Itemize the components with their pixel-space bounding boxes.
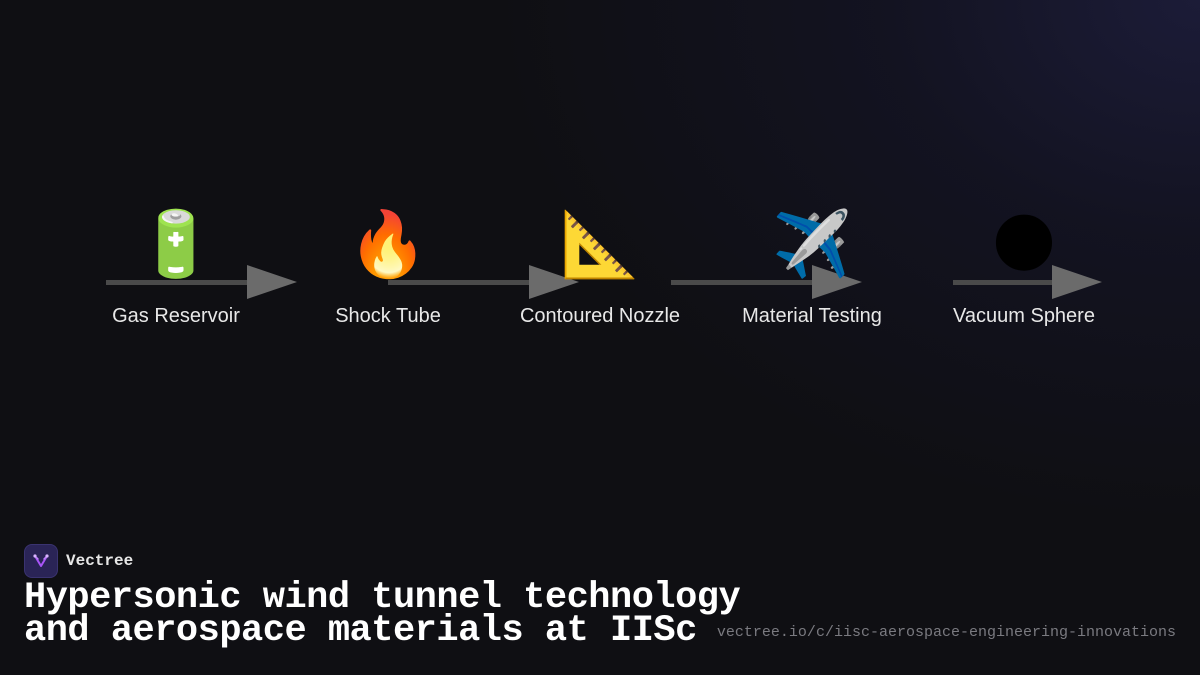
arrow-line-2 — [388, 280, 530, 285]
brand-name: Vectree — [66, 552, 134, 570]
title-line-1: Hypersonic wind tunnel technology — [24, 577, 741, 619]
node-contoured-nozzle: 📐 Contoured Nozzle — [490, 205, 710, 328]
source-url: vectree.io/c/iisc-aerospace-engineering-… — [716, 624, 1176, 641]
node-label: Shock Tube — [335, 305, 441, 327]
new-moon-icon: 🌑 — [990, 208, 1058, 282]
arrowhead-2 — [529, 265, 579, 299]
arrowhead-3 — [812, 265, 862, 299]
fire-icon: 🔥 — [348, 208, 428, 282]
triangular-ruler-icon: 📐 — [560, 208, 640, 282]
page-title: Hypersonic wind tunnel technology and ae… — [24, 580, 741, 650]
node-label: Gas Reservoir — [112, 305, 240, 327]
arrowhead-4 — [1052, 265, 1102, 299]
title-line-2: and aerospace materials at IISc — [24, 610, 697, 652]
arrowhead-1 — [247, 265, 297, 299]
battery-icon: 🔋 — [136, 208, 216, 282]
arrow-line-3 — [671, 280, 813, 285]
node-gas-reservoir: 🔋 Gas Reservoir — [66, 205, 286, 328]
vectree-logo-icon — [24, 544, 58, 578]
airplane-icon: ✈️ — [772, 208, 852, 282]
node-label: Contoured Nozzle — [519, 305, 681, 327]
node-vacuum-sphere: 🌑 Vacuum Sphere — [914, 205, 1134, 328]
node-label: Material Testing — [742, 305, 882, 327]
node-shock-tube: 🔥 Shock Tube — [278, 205, 498, 328]
node-label: Vacuum Sphere — [953, 305, 1095, 327]
node-material-testing: ✈️ Material Testing — [702, 205, 922, 328]
brand: Vectree — [24, 544, 133, 578]
arrow-line-1 — [106, 280, 248, 285]
arrow-line-4 — [953, 280, 1053, 285]
